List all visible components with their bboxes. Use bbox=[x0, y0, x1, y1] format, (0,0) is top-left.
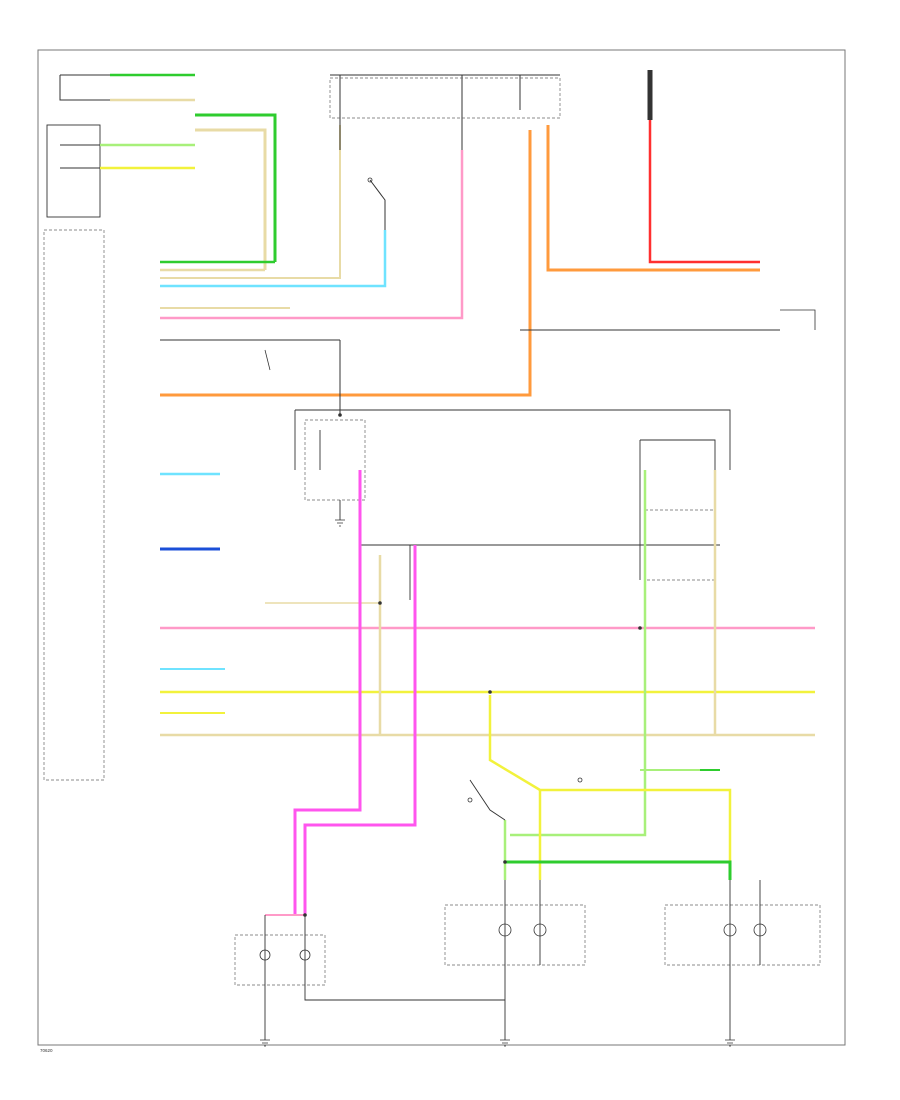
diagram-frame bbox=[37, 49, 846, 1046]
page-number: 70620 bbox=[40, 1048, 53, 1053]
drl-module-box bbox=[46, 124, 101, 218]
right-front-lamps bbox=[664, 880, 821, 1047]
drl-module-wires bbox=[59, 73, 277, 270]
drl-relay bbox=[639, 439, 716, 581]
splice-points bbox=[303, 413, 642, 917]
drl-module-outline bbox=[43, 229, 105, 781]
turn-signal-switch bbox=[294, 409, 731, 527]
right-side-wires bbox=[640, 309, 816, 771]
left-front-lamps bbox=[444, 880, 586, 1047]
headlamp-dimmer-switch bbox=[467, 777, 583, 821]
vertical-trunks bbox=[265, 470, 732, 916]
hazard-switch bbox=[367, 177, 386, 230]
horizontal-feed-wires bbox=[160, 472, 815, 737]
left-bus-wires bbox=[160, 90, 780, 397]
stop-lamp-switch bbox=[264, 340, 341, 415]
rear-lamps bbox=[234, 915, 505, 1047]
fuse-block bbox=[329, 74, 561, 150]
